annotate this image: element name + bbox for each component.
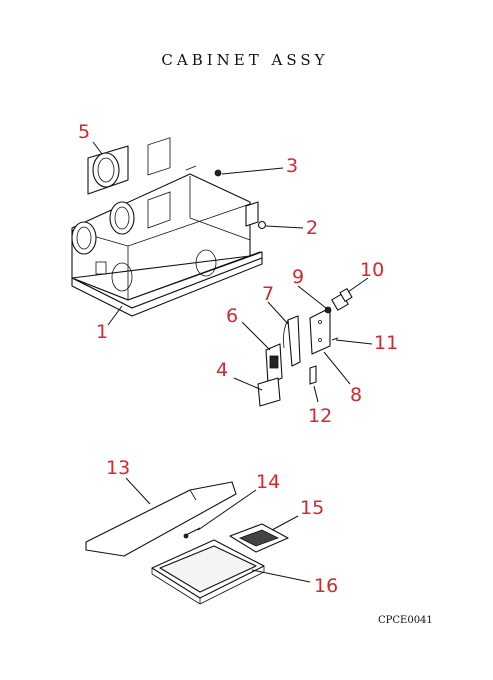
callout-5: 5 (78, 121, 90, 143)
callout-10: 10 (360, 259, 384, 281)
support-strap-drawing (287, 315, 301, 367)
diagram-title: CABINET ASSY (161, 51, 328, 69)
callout-11: 11 (374, 332, 398, 354)
nut-9 (324, 306, 332, 314)
drain-pan-drawing (151, 539, 265, 605)
callout-13: 13 (106, 457, 130, 479)
fastener-drawing (309, 365, 317, 385)
drawing-code: CPCE0041 (378, 615, 433, 626)
callout-8: 8 (350, 384, 362, 406)
callout-2: 2 (306, 217, 318, 239)
cabinet-drawing (71, 137, 263, 317)
callout-1: 1 (96, 321, 108, 343)
pin-drawing (183, 527, 201, 539)
callout-12: 12 (308, 405, 332, 427)
filter-drawing (229, 523, 289, 553)
callout-15: 15 (300, 497, 324, 519)
switch-bracket-drawing (265, 343, 283, 385)
callout-3: 3 (286, 155, 298, 177)
mounting-plate-drawing (309, 307, 331, 355)
callout-9: 9 (292, 266, 304, 288)
leader-lines (92, 141, 373, 583)
callout-14: 14 (256, 471, 280, 493)
bracket-plate-drawing (257, 377, 281, 407)
screw-2 (257, 220, 267, 230)
callout-16: 16 (314, 575, 338, 597)
nut-3 (214, 169, 222, 177)
duct-flange-drawing (87, 145, 129, 195)
connector-drawing (331, 288, 353, 311)
callout-6: 6 (226, 305, 238, 327)
callout-4: 4 (216, 359, 228, 381)
callout-7: 7 (262, 283, 274, 305)
